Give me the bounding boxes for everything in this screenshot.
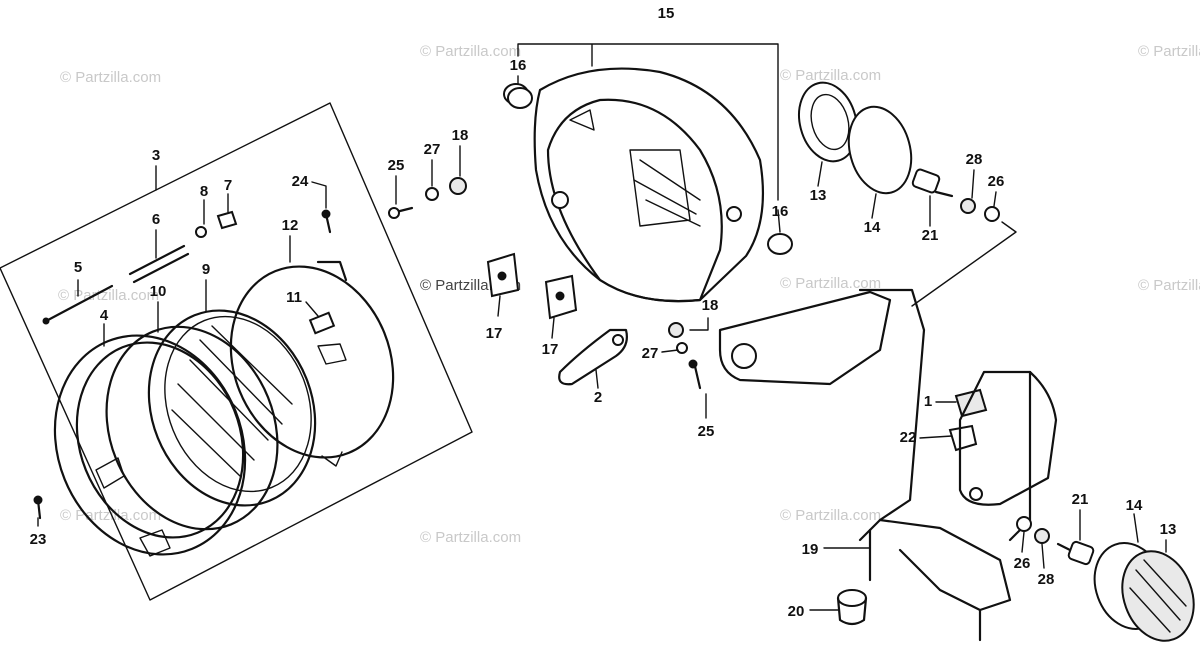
callout-16: 16 [772, 203, 789, 220]
nut [216, 210, 238, 230]
callout-14: 14 [1126, 497, 1143, 514]
callout-23: 23 [30, 531, 47, 548]
callout-18: 18 [702, 297, 719, 314]
screw-head [33, 495, 43, 505]
bolt-head [388, 207, 400, 219]
mount-bracket-17 [486, 252, 520, 298]
callout-28: 28 [1038, 571, 1055, 588]
adjusting-screw [46, 284, 114, 322]
callout-15: 15 [658, 5, 675, 22]
nut-26 [1016, 516, 1032, 532]
reflector-bolt-21 [1056, 540, 1095, 566]
clip-1 [954, 388, 988, 418]
watermark: © Partzilla.com [1138, 277, 1200, 294]
reflector-bolt-21 [911, 168, 954, 198]
screw-head [321, 209, 331, 219]
callout-5: 5 [74, 259, 82, 276]
reflector-13-bottom [1121, 550, 1195, 642]
adjusting-spring [128, 244, 190, 284]
cushion-20 [836, 589, 868, 626]
stay-hole [612, 334, 624, 346]
callout-28: 28 [966, 151, 983, 168]
headlight-mounting-ring [229, 260, 395, 467]
reflector-14-top [847, 105, 913, 195]
mount-bracket-17 [544, 274, 578, 320]
washer [195, 226, 207, 238]
headlight-case [533, 67, 765, 303]
watermark: © Partzilla.com [58, 287, 159, 304]
watermark: © Partzilla.com [60, 507, 161, 524]
watermark: © Partzilla.com [780, 275, 881, 292]
callout-labels: 15 16 16 3 25 27 18 24 8 7 6 12 5 10 9 1… [30, 5, 1177, 620]
watermark: © Partzilla.com [780, 67, 881, 84]
washer-28 [1034, 528, 1050, 544]
callout-27: 27 [642, 345, 659, 362]
callout-6: 6 [152, 211, 160, 228]
callout-16: 16 [510, 57, 527, 74]
callout-27: 27 [424, 141, 441, 158]
callout-21: 21 [1072, 491, 1089, 508]
grommet-22 [948, 424, 978, 452]
leader-lines [37, 43, 1167, 611]
watermark: © Partzilla.com [60, 69, 161, 86]
callout-11: 11 [286, 289, 302, 306]
callout-10: 10 [150, 283, 167, 300]
callout-20: 20 [788, 603, 805, 620]
bolt-head [688, 359, 698, 369]
cap-nut-18 [668, 322, 684, 338]
callout-19: 19 [802, 541, 819, 558]
watermark: © Partzilla.com [420, 43, 521, 60]
callout-3: 3 [152, 147, 160, 164]
callout-14: 14 [864, 219, 881, 236]
headlight-unit-outline [0, 102, 473, 601]
reflector-13-top [798, 81, 858, 163]
callout-24: 24 [292, 173, 309, 190]
watermark: © Partzilla.com [420, 529, 521, 546]
nut-26 [984, 206, 1000, 222]
lens-ring [105, 325, 279, 531]
bushing-16-top [503, 83, 533, 109]
callout-22: 22 [900, 429, 917, 446]
callout-2: 2 [594, 389, 602, 406]
callout-13: 13 [810, 187, 827, 204]
callout-17: 17 [486, 325, 503, 342]
headlight-bracket-19 [718, 288, 1012, 642]
callout-25: 25 [388, 157, 405, 174]
watermark: © Partzilla.com [1138, 43, 1200, 60]
callout-18: 18 [452, 127, 469, 144]
headlight-stay [558, 328, 628, 386]
callout-7: 7 [224, 177, 232, 194]
callout-21: 21 [922, 227, 939, 244]
collar-27 [425, 187, 439, 201]
watermark: © Partzilla.com [780, 507, 881, 524]
bulb-socket [308, 311, 347, 365]
washer-28 [960, 198, 976, 214]
callout-8: 8 [200, 183, 208, 200]
sealed-beam-lens [147, 309, 317, 507]
screw-head [42, 317, 50, 325]
callout-25: 25 [698, 423, 715, 440]
callout-26: 26 [988, 173, 1005, 190]
cap-nut-18 [449, 177, 467, 195]
callout-9: 9 [202, 261, 210, 278]
callout-13: 13 [1160, 521, 1177, 538]
collar-27 [676, 342, 688, 354]
callout-12: 12 [282, 217, 299, 234]
callout-4: 4 [100, 307, 109, 324]
bushing-16-right [767, 233, 793, 255]
headlight-rim [53, 334, 247, 557]
callout-1: 1 [924, 393, 932, 410]
callout-26: 26 [1014, 555, 1031, 572]
callout-17: 17 [542, 341, 559, 358]
